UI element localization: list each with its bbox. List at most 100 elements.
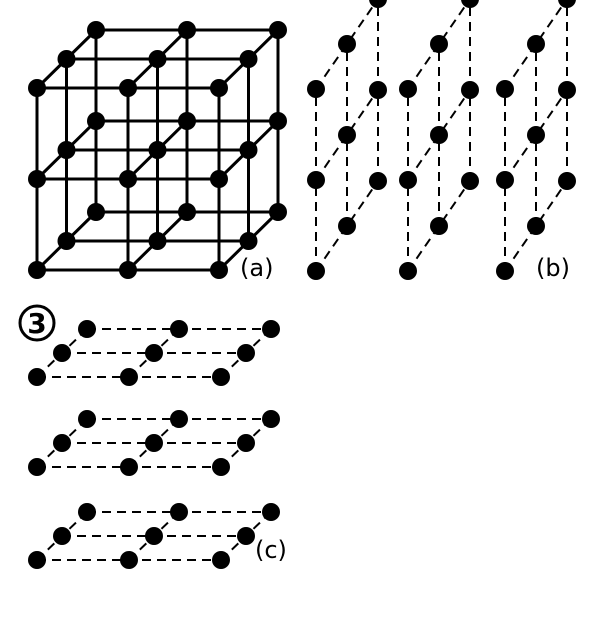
lattice-atom [28, 261, 46, 279]
plane-atom [28, 368, 46, 386]
lattice-atom [178, 203, 196, 221]
lattice-atom [119, 79, 137, 97]
plane-atom [430, 217, 448, 235]
plane-atom [120, 458, 138, 476]
plane-atom [212, 551, 230, 569]
plane-atom [53, 344, 71, 362]
lattice-atom [87, 203, 105, 221]
plane-atom [307, 80, 325, 98]
lattice-atom [148, 50, 167, 68]
plane-atom [145, 527, 163, 545]
lattice-atom [239, 141, 258, 159]
plane-atom [461, 81, 479, 99]
plane-atom [399, 171, 417, 189]
plane-atom [496, 80, 514, 98]
plane-atom [78, 503, 96, 521]
plane-atom [461, 172, 479, 190]
plane-atom [212, 368, 230, 386]
plane-atom [430, 126, 448, 144]
lattice-atom [57, 232, 76, 250]
plane-atom [237, 344, 255, 362]
plane-atom [527, 217, 545, 235]
plane-atom [28, 551, 46, 569]
plane-atom [307, 171, 325, 189]
plane-atom [461, 0, 479, 8]
lattice-atom [269, 112, 287, 130]
plane-atom [369, 81, 387, 99]
lattice-atom [119, 261, 137, 279]
plane-atom [338, 217, 356, 235]
plane-atom [170, 503, 188, 521]
plane-atom [28, 458, 46, 476]
plane-atom [399, 262, 417, 280]
lattice-atom [148, 141, 167, 159]
lattice-atom [119, 170, 137, 188]
plane-atom [527, 126, 545, 144]
plane-atom [430, 35, 448, 53]
figure-number-circle [18, 304, 56, 342]
plane-atom [558, 0, 576, 8]
plane-edge [504, 180, 568, 272]
plane-atom [78, 320, 96, 338]
plane-atom [237, 527, 255, 545]
plane-atom [558, 81, 576, 99]
plane-atom [53, 434, 71, 452]
plane-atom [307, 262, 325, 280]
plane-atom [145, 344, 163, 362]
plane-edge [315, 89, 379, 181]
plane-atom [262, 410, 280, 428]
lattice-atom [148, 232, 167, 250]
lattice-atom [178, 21, 196, 39]
plane-atom [399, 80, 417, 98]
plane-atom [527, 35, 545, 53]
label-c: (c) [255, 536, 287, 564]
plane-atom [558, 172, 576, 190]
plane-edge [315, 0, 379, 90]
plane-atom [120, 551, 138, 569]
label-a: (a) [240, 254, 273, 282]
lattice-atom [178, 112, 196, 130]
figure-number-badge: 3 [18, 304, 56, 342]
plane-edge [504, 89, 568, 181]
lattice-atom [239, 50, 258, 68]
plane-atom [78, 410, 96, 428]
plane-atom [496, 262, 514, 280]
plane-atom [262, 320, 280, 338]
lattice-atom [210, 79, 228, 97]
plane-atom [53, 527, 71, 545]
lattice-atom [87, 21, 105, 39]
plane-edge [315, 180, 379, 272]
plane-atom [338, 126, 356, 144]
lattice-atom [28, 79, 46, 97]
label-b: (b) [536, 254, 570, 282]
lattice-atom [57, 50, 76, 68]
horizontal-planes-c [28, 320, 280, 569]
lattice-atom [57, 141, 76, 159]
lattice-atom [210, 261, 228, 279]
lattice-atom [239, 232, 258, 250]
plane-edge [407, 0, 471, 90]
plane-atom [369, 0, 387, 8]
plane-atom [120, 368, 138, 386]
plane-atom [369, 172, 387, 190]
vertical-planes-b [307, 0, 576, 280]
plane-edge [407, 180, 471, 272]
figure-number: 3 [27, 307, 46, 340]
cubic-lattice-a [28, 21, 287, 279]
lattice-atom [87, 112, 105, 130]
plane-edge [504, 0, 568, 90]
lattice-atom [269, 21, 287, 39]
plane-atom [145, 434, 163, 452]
plane-atom [170, 320, 188, 338]
plane-atom [496, 171, 514, 189]
lattice-atom [28, 170, 46, 188]
lattice-atom [210, 170, 228, 188]
plane-atom [170, 410, 188, 428]
plane-atom [262, 503, 280, 521]
plane-atom [212, 458, 230, 476]
lattice-atom [269, 203, 287, 221]
plane-atom [237, 434, 255, 452]
plane-atom [338, 35, 356, 53]
plane-edge [407, 89, 471, 181]
